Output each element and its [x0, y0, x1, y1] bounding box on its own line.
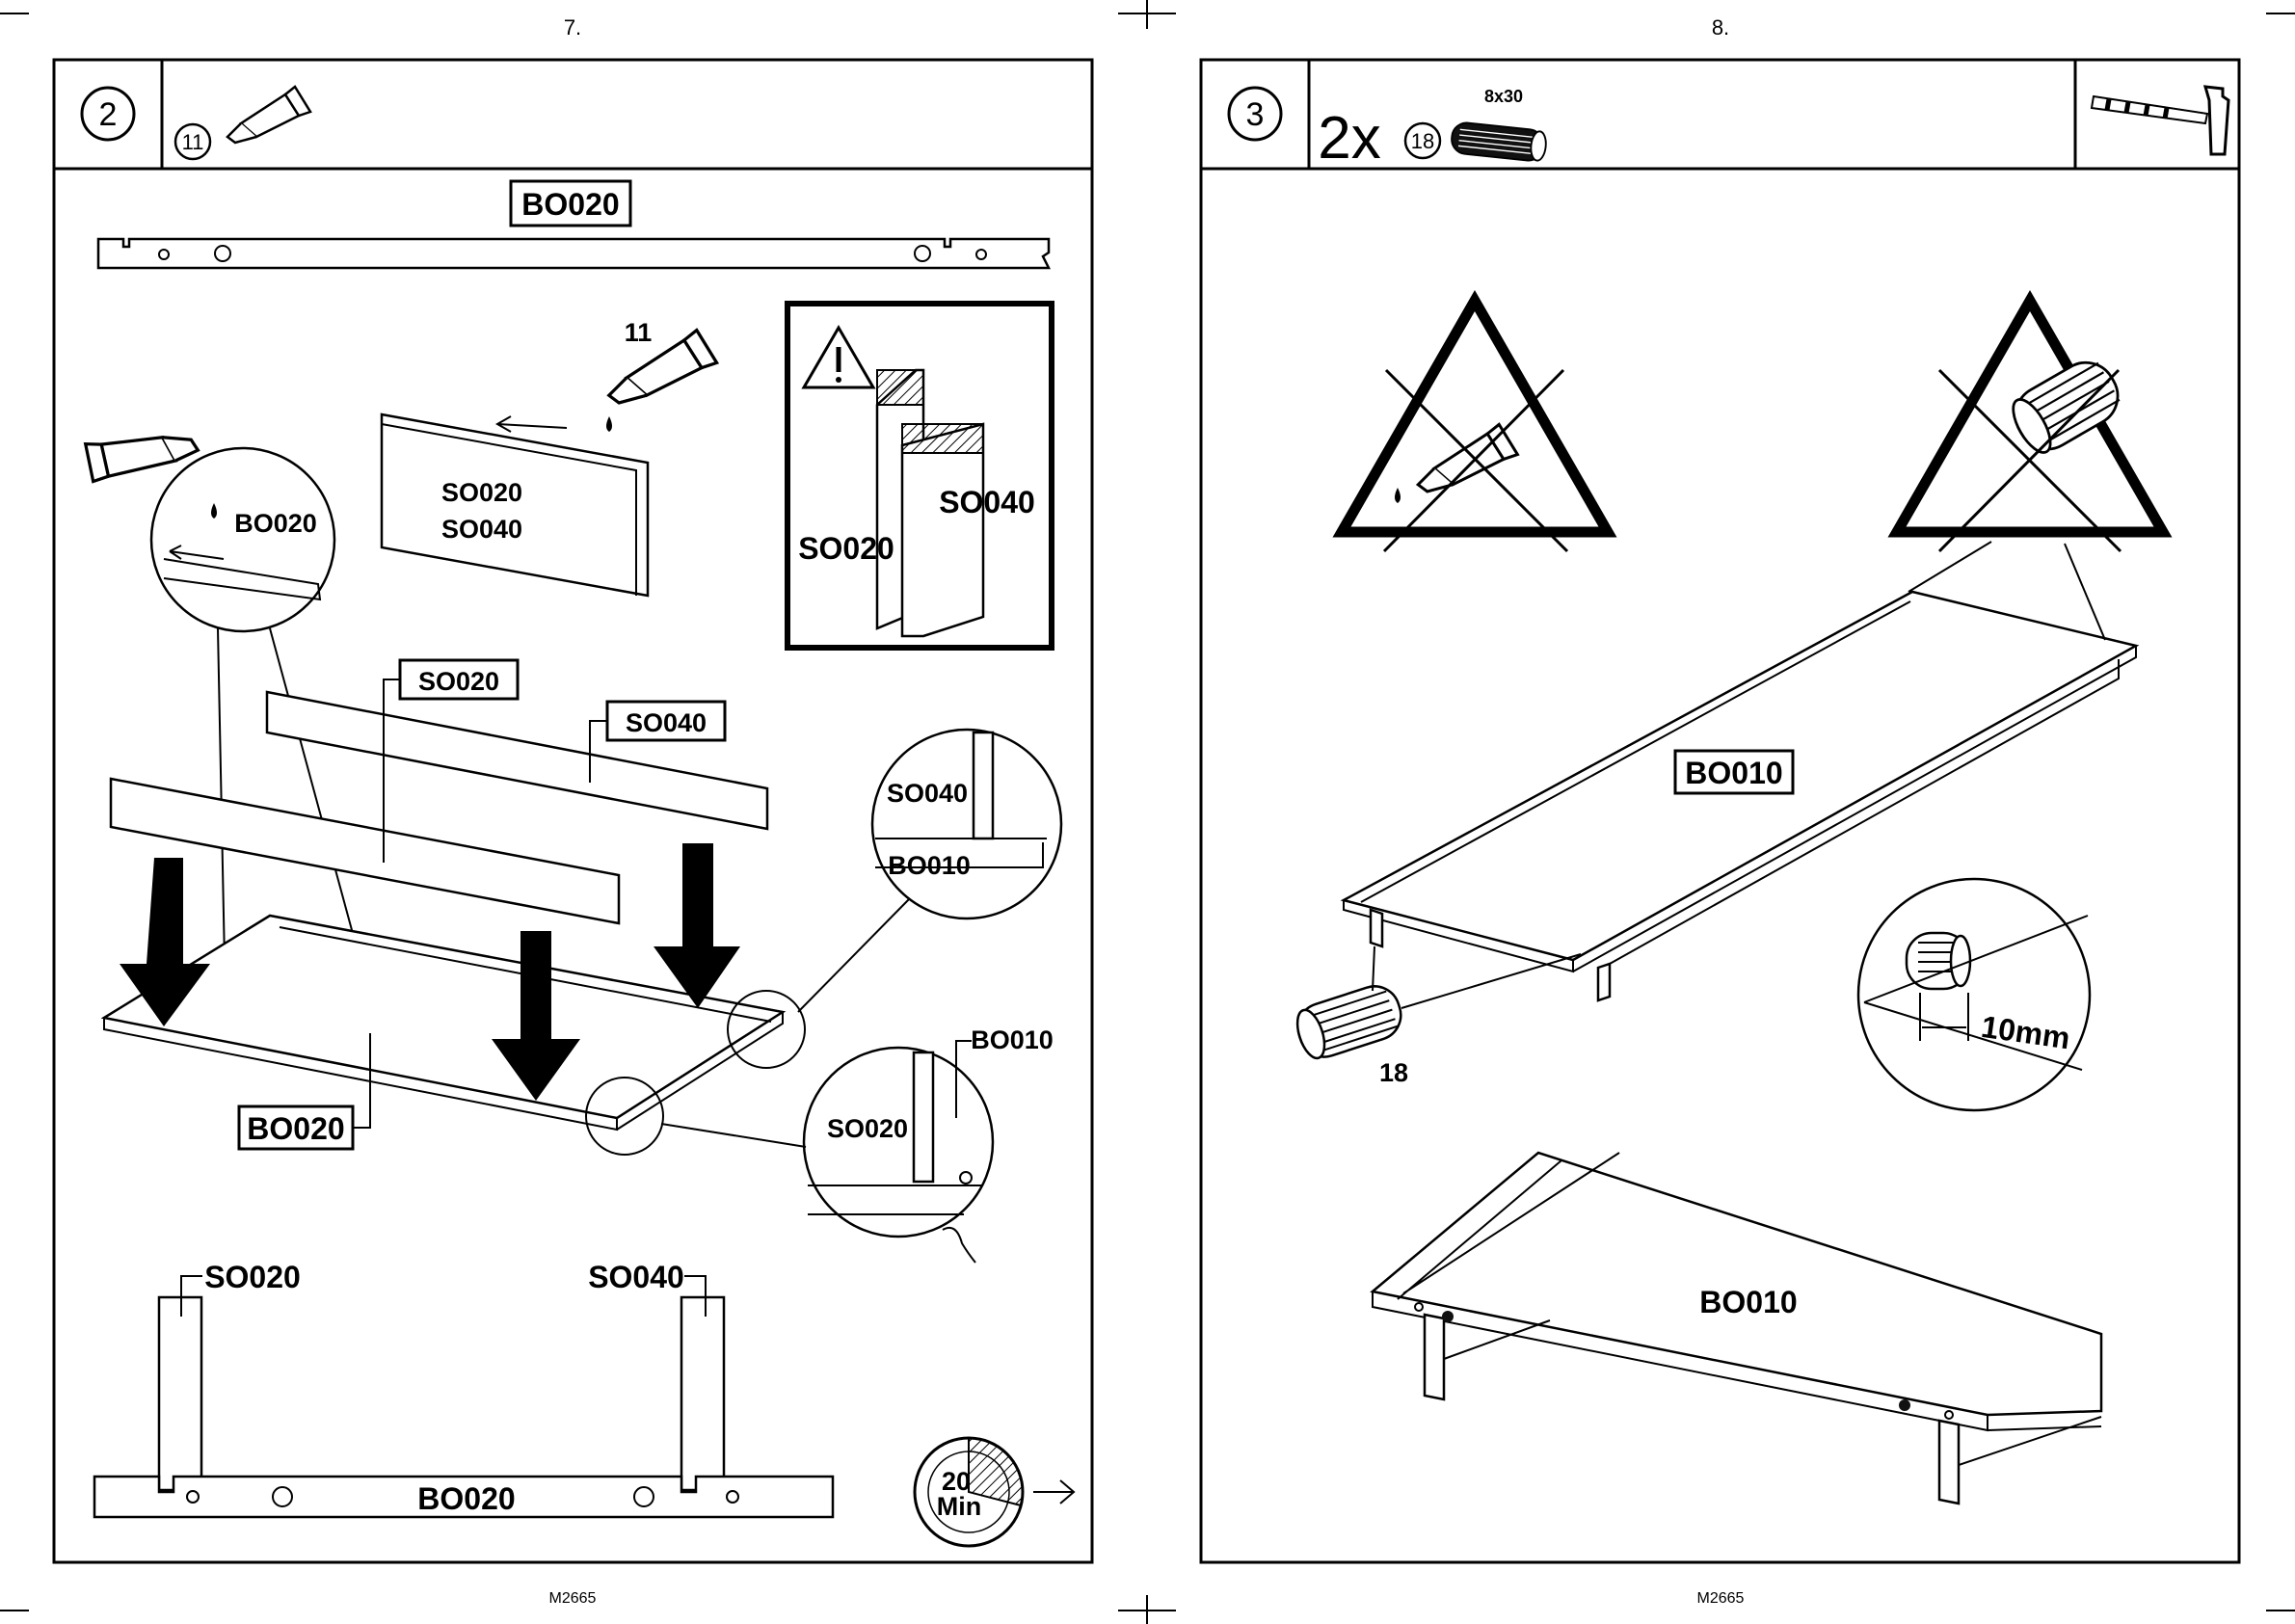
label-rail-so040: SO040	[441, 515, 522, 544]
footer-left: M2665	[549, 1590, 597, 1607]
top-board-drawing	[98, 239, 1049, 268]
timer-unit: Min	[937, 1492, 982, 1521]
step-number: 2	[99, 96, 118, 133]
no-glue-warning	[1342, 301, 1608, 551]
page-left: 7. M2665 2 11 BO020 11 SO020 SO040 BO020	[54, 15, 1092, 1607]
label-circle2-so020: SO020	[827, 1114, 908, 1143]
dowel-icon	[1451, 121, 1548, 162]
glue-number: 11	[625, 318, 653, 347]
part-ref-dowel: 18	[1411, 129, 1434, 153]
dowel-18-drawing	[1292, 980, 1407, 1064]
label-dowel-number: 18	[1379, 1058, 1408, 1087]
footer-right: M2665	[1697, 1590, 1745, 1607]
page-number-left: 7.	[564, 15, 581, 40]
zoom-circle-depth	[1858, 879, 2090, 1110]
label-rail-so020: SO020	[441, 478, 522, 507]
label-top-board: BO020	[521, 187, 619, 222]
label-box-so020: SO020	[418, 667, 499, 696]
arrow-right-icon	[1033, 1480, 1074, 1504]
label-zoom-board: BO020	[234, 509, 317, 538]
label-box-so040: SO040	[626, 708, 707, 737]
bottom-board-drawing-right	[1373, 1153, 2101, 1415]
label-circle-so040: SO040	[887, 779, 968, 808]
label-bottom-board-right: BO010	[1699, 1285, 1797, 1319]
hammer-icon	[2092, 87, 2228, 154]
label-warning-so020: SO020	[798, 531, 894, 566]
part-ref-glue: 11	[182, 130, 204, 154]
arrow-down-3	[654, 843, 740, 1008]
dowel-size: 8x30	[1484, 87, 1523, 106]
label-circle-bo010: BO010	[888, 851, 971, 880]
label-circle2-bo010: BO010	[971, 1025, 1054, 1054]
page-right: 8. M2665 3 2x 18 8x30	[1201, 15, 2239, 1607]
glue-tube-icon	[227, 87, 310, 143]
no-dowel-warning	[1897, 301, 2163, 551]
quantity: 2x	[1318, 105, 1380, 172]
label-main-board: BO010	[1685, 756, 1782, 790]
label-bottom-so040: SO040	[588, 1260, 684, 1294]
zoom-circle-so040	[872, 730, 1061, 918]
label-base-board: BO020	[247, 1111, 344, 1146]
label-bottom-bo020: BO020	[417, 1481, 515, 1516]
page-number-right: 8.	[1712, 15, 1729, 40]
label-bottom-so020: SO020	[204, 1260, 301, 1294]
glue-tube-icon	[74, 407, 200, 512]
step-number: 3	[1246, 96, 1265, 133]
label-depth: 10mm	[1979, 1009, 2072, 1056]
zoom-circle-glue	[151, 448, 334, 631]
label-warning-so040: SO040	[939, 485, 1035, 519]
